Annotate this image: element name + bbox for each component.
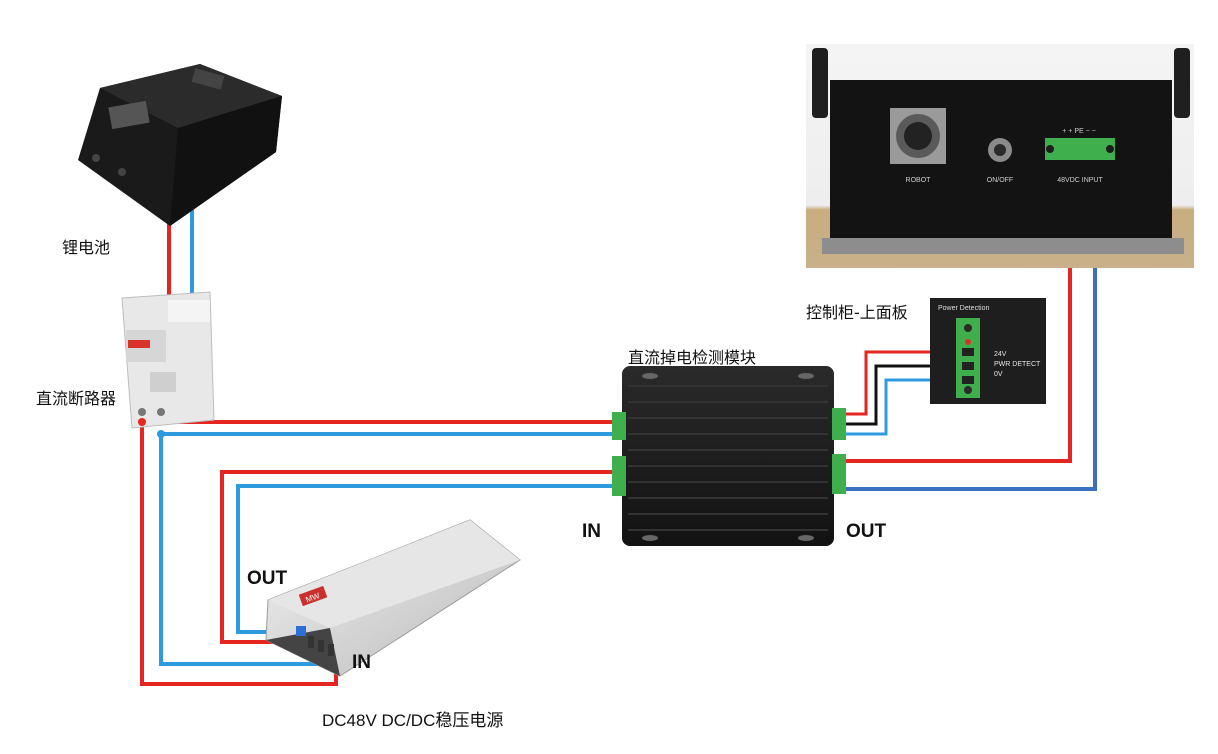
- breaker-negative-junction: [157, 430, 165, 438]
- cabinet-label: 控制柜-上面板: [806, 303, 908, 322]
- module-out-terminal-top: [832, 408, 846, 440]
- detect-24v-wire: [842, 350, 964, 416]
- detect-24v-label: 24V: [994, 351, 1007, 358]
- breaker-positive-junction: [138, 418, 146, 426]
- input-pin-labels: + + PE − −: [1062, 128, 1095, 135]
- breaker-device: [121, 291, 215, 429]
- detect-0v-label: 0V: [994, 371, 1003, 378]
- breaker-to-psu-positive-wire: [140, 422, 338, 686]
- detection-module: [612, 366, 846, 546]
- module-in-terminal-bottom: [612, 456, 626, 496]
- module-out-terminal-bottom: [832, 454, 846, 494]
- module-out-label: OUT: [846, 521, 887, 542]
- module-in-label: IN: [582, 521, 601, 542]
- battery-device: [78, 64, 282, 226]
- detect-pwr-label: PWR DETECT: [994, 361, 1041, 368]
- psu-to-module-negative-wire: [236, 484, 614, 634]
- module-label: 直流掉电检测模块: [628, 348, 757, 367]
- psu-label: DC48V DC/DC稳压电源: [322, 711, 504, 730]
- onoff-label: ON/OFF: [987, 177, 1013, 184]
- psu-to-module-positive-wire: [220, 470, 614, 644]
- cabinet-photo: ROBOT ON/OFF + + PE − − 48VDC INPUT: [806, 44, 1194, 268]
- detect-signal-wire: [842, 364, 964, 426]
- breaker-label: 直流断路器: [36, 389, 117, 408]
- psu-brand-badge: [298, 585, 328, 607]
- module-in-terminal-top: [612, 412, 626, 440]
- psu-out-label: OUT: [247, 568, 288, 589]
- detect-0v-wire: [842, 378, 964, 436]
- psu-device: MW: [265, 519, 521, 677]
- input-terminal: [1045, 138, 1115, 160]
- detect-panel-title: Power Detection: [938, 305, 989, 312]
- module-fins: [628, 385, 828, 531]
- robot-label: ROBOT: [906, 177, 932, 184]
- battery-label: 锂电池: [62, 238, 111, 257]
- psu-in-label: IN: [352, 652, 371, 673]
- input-label: 48VDC INPUT: [1057, 177, 1103, 184]
- power-detection-panel: Power Detection 24V PWR DETECT 0V: [930, 298, 1046, 404]
